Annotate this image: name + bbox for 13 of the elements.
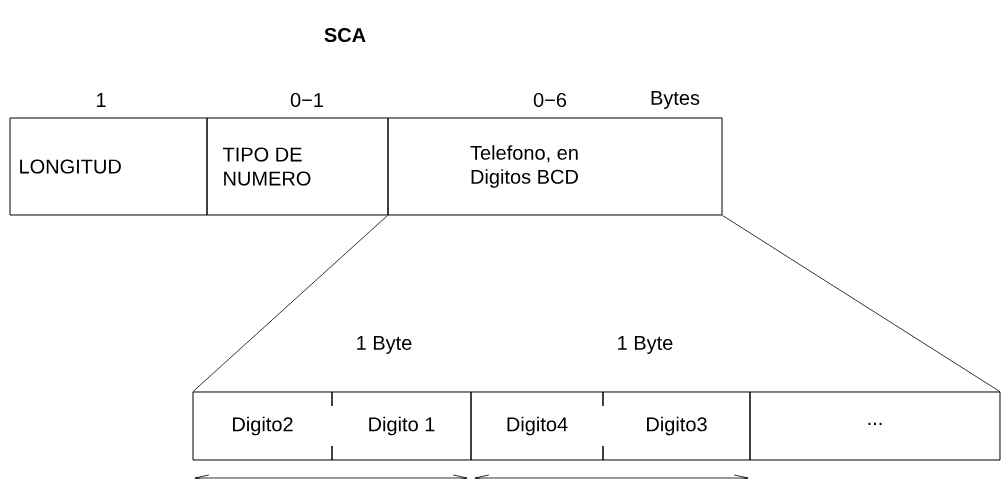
size-label: 1 Byte bbox=[618, 336, 673, 354]
digit-cell: Digito 1 bbox=[331, 391, 472, 461]
field-box: Telefono, en Digitos BCD bbox=[387, 117, 723, 216]
digit-cell: ... bbox=[749, 391, 1001, 461]
projection-line bbox=[192, 215, 388, 393]
digit-cell: Digito2 bbox=[192, 391, 333, 461]
digit-cell: Digito4 bbox=[470, 391, 604, 461]
field-box: TIPO DE NUMERO bbox=[206, 117, 389, 216]
digit-cell: Digito3 bbox=[602, 391, 751, 461]
size-label: 1 Byte bbox=[357, 336, 412, 354]
projection-line bbox=[722, 215, 1001, 393]
title: SCA bbox=[324, 27, 366, 43]
field-box: LONGITUD bbox=[9, 117, 208, 216]
